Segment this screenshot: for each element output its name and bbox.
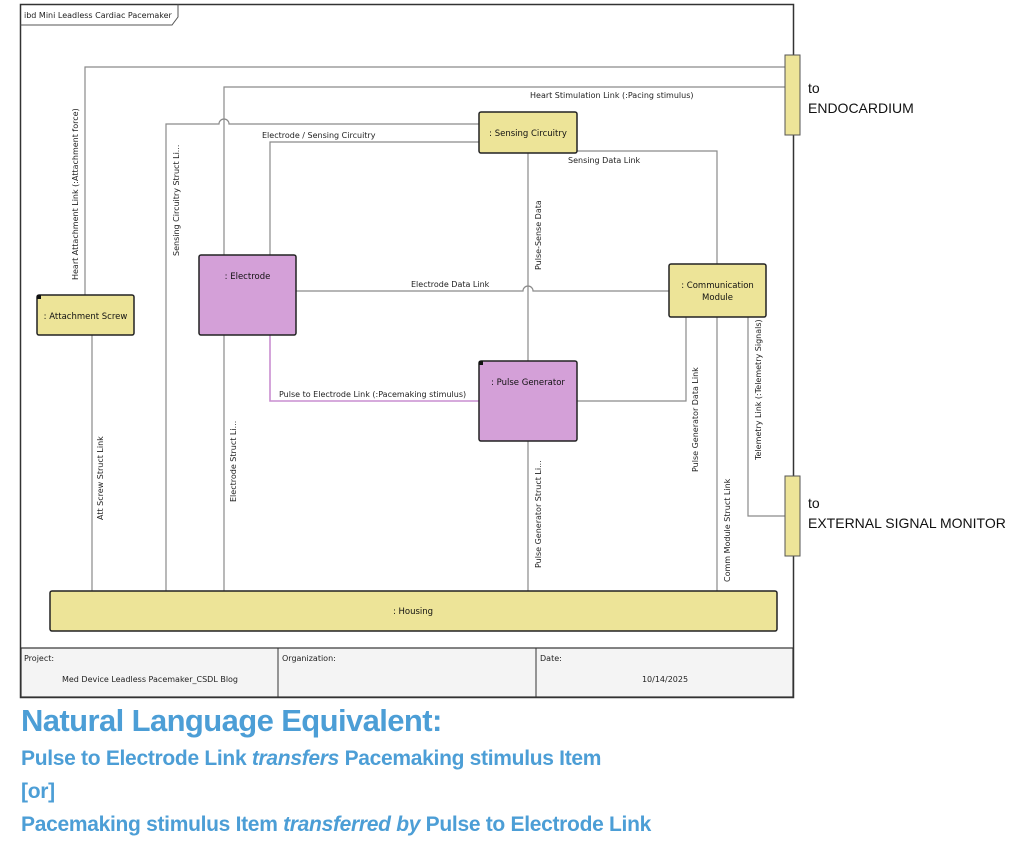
block-electrode[interactable]: : Electrode — [198, 254, 297, 336]
block-attachment-screw-label: : Attachment Screw — [44, 312, 128, 322]
line1-object: Pacemaking stimulus Item — [339, 747, 602, 770]
ibd-diagram: ibd Mini Leadless Cardiac Pacemaker Hear… — [19, 3, 1006, 699]
frame-title-tab — [20, 4, 179, 26]
block-electrode-label: : Electrode — [225, 272, 271, 282]
electrode-struct-label: Electrode Struct Li... — [229, 421, 238, 502]
block-sensing-circuitry[interactable]: : Sensing Circuitry — [478, 111, 578, 154]
pulse-to-electrode-label: Pulse to Electrode Link (:Pacemaking sti… — [279, 390, 466, 399]
port-endocardium-to: to — [808, 80, 820, 96]
project-value: Med Device Leadless Pacemaker_CSDL Blog — [62, 675, 238, 684]
block-communication-module[interactable]: : Communication Module — [668, 263, 767, 318]
natural-language-line-2: Pacemaking stimulus Item transferred by … — [21, 813, 651, 837]
electrode-data-label: Electrode Data Link — [411, 280, 490, 289]
electrode-sensing-label: Electrode / Sensing Circuitry — [262, 131, 376, 140]
block-pulse-generator[interactable]: : Pulse Generator — [478, 360, 578, 442]
port-monitor-to: to — [808, 495, 820, 511]
pulse-to-electrode-link[interactable] — [269, 335, 479, 402]
block-communication-module-label-2: Module — [702, 293, 733, 303]
pulse-generator-data-label: Pulse Generator Data Link — [691, 367, 700, 472]
sensing-circuitry-struct-label: Sensing Circuitry Struct Li... — [172, 145, 181, 256]
line2-object: Pulse to Electrode Link — [420, 813, 652, 836]
port-monitor-label: EXTERNAL SIGNAL MONITOR — [808, 515, 1006, 531]
line2-subject: Pacemaking stimulus Item — [21, 813, 284, 836]
line1-subject: Pulse to Electrode Link — [21, 747, 252, 770]
att-screw-struct-label: Att Screw Struct Link — [96, 436, 105, 520]
block-sensing-circuitry-label: : Sensing Circuitry — [489, 129, 567, 139]
sensing-data-link[interactable] — [577, 150, 718, 264]
sensing-data-label: Sensing Data Link — [568, 156, 641, 165]
pulse-sense-data-label: Pulse-Sense Data — [534, 200, 543, 270]
heart-stimulation-link-label: Heart Stimulation Link (:Pacing stimulus… — [530, 91, 694, 100]
organization-label: Organization: — [282, 654, 336, 663]
port-endocardium-label: ENDOCARDIUM — [808, 100, 914, 116]
electrode-sensing-link[interactable] — [269, 141, 479, 255]
heart-attachment-link[interactable] — [84, 66, 785, 295]
date-label: Date: — [540, 654, 562, 663]
electrode-data-link[interactable] — [296, 285, 669, 292]
line1-verb: transfers — [251, 747, 340, 770]
block-pulse-generator-label: : Pulse Generator — [491, 378, 565, 388]
title-block: Project: Med Device Leadless Pacemaker_C… — [20, 647, 794, 698]
heart-attachment-link-label: Heart Attachment Link (:Attachment force… — [71, 108, 80, 280]
port-endocardium[interactable] — [784, 54, 801, 136]
natural-language-or: [or] — [21, 780, 55, 803]
sensing-circuitry-struct-link[interactable] — [165, 118, 479, 591]
natural-language-line-1: Pulse to Electrode Link transfers Pacema… — [21, 747, 601, 771]
block-housing-label: : Housing — [393, 607, 433, 617]
telemetry-label: Telemetry Link (:Telemetry Signals) — [754, 319, 763, 461]
comm-module-struct-label: Comm Module Struct Link — [723, 478, 732, 582]
diagram-frame — [19, 3, 795, 699]
line2-verb: transferred by — [283, 813, 421, 836]
port-external-monitor[interactable] — [784, 475, 801, 557]
heart-stimulation-link[interactable] — [223, 86, 785, 255]
frame-title: ibd Mini Leadless Cardiac Pacemaker — [24, 11, 173, 20]
date-value: 10/14/2025 — [642, 675, 688, 684]
block-housing[interactable]: : Housing — [49, 590, 778, 632]
telemetry-link[interactable] — [747, 317, 785, 517]
project-label: Project: — [24, 654, 54, 663]
natural-language-title: Natural Language Equivalent: — [21, 703, 442, 738]
pulse-generator-data-link[interactable] — [577, 317, 687, 402]
pulse-generator-struct-label: Pulse Generator Struct Li... — [534, 460, 543, 568]
block-attachment-screw[interactable]: : Attachment Screw — [36, 294, 135, 336]
block-communication-module-label-1: : Communication — [681, 281, 754, 291]
